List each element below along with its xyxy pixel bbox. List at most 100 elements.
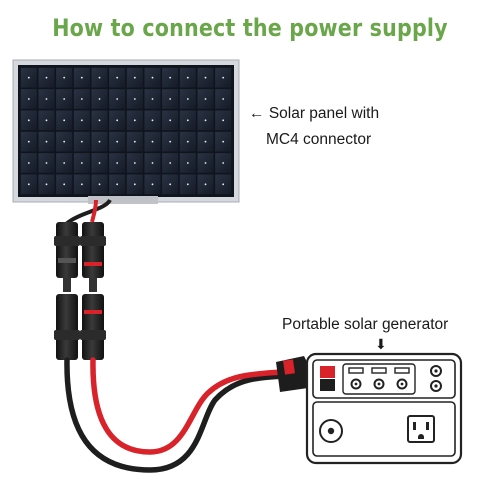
arrow-down-icon: ⬇: [375, 336, 387, 352]
mc4-nut: [80, 330, 106, 340]
solar-cell-dot: [80, 162, 83, 164]
solar-cell-dot: [186, 119, 189, 122]
mc4-red-band: [84, 262, 102, 266]
solar-cell-dot: [27, 140, 30, 143]
usb-panel: [342, 363, 416, 395]
solar-cell-dot: [116, 183, 119, 186]
solar-cell-dot: [27, 183, 30, 186]
solar-cell-dot: [27, 98, 30, 100]
dc-port-icon: [430, 380, 442, 392]
solar-cell-dot: [116, 162, 119, 164]
generator-cables: [64, 356, 312, 473]
solar-cell-dot: [63, 162, 66, 164]
solar-panel: [12, 59, 240, 204]
generator-top-panel: [312, 359, 456, 399]
solar-cell-dot: [98, 119, 101, 122]
solar-cell-dot: [186, 162, 189, 164]
solar-cell-dot: [80, 183, 83, 186]
diagram-title: How to connect the power supply: [52, 14, 448, 42]
generator-label: Portable solar generator: [282, 316, 449, 333]
solar-cell-dot: [80, 76, 83, 79]
solar-cell-dot: [98, 183, 101, 186]
mc4-nut: [54, 330, 80, 340]
solar-cell-dot: [151, 162, 154, 164]
usb-c-port-icon: [350, 378, 362, 390]
usb-c-port-icon: [373, 378, 385, 390]
arrow-left-icon: ←: [249, 105, 265, 122]
dc-input-port-black: [320, 379, 335, 391]
solar-cell-dot: [204, 183, 207, 186]
portable-generator: [305, 352, 463, 465]
solar-cell-dot: [186, 76, 189, 79]
solar-cell-dot: [204, 98, 207, 100]
solar-cell-dot: [116, 119, 119, 122]
solar-cell-dot: [133, 76, 136, 79]
solar-cell-dot: [204, 76, 207, 79]
solar-cell-dot: [45, 183, 48, 186]
usb-port-icon: [348, 367, 364, 374]
black-cable: [64, 357, 285, 473]
solar-cell-dot: [27, 76, 30, 79]
solar-cell-dot: [151, 119, 154, 122]
solar-panel-label: ← Solar panel with: [249, 105, 379, 123]
mc4-connector-upper-right: [80, 222, 106, 278]
solar-cell-dot: [204, 140, 207, 143]
solar-cell-dot: [116, 76, 119, 79]
mc4-connector-icon: [82, 222, 104, 278]
dc-port-dot: [434, 369, 438, 373]
mc4-nut: [54, 236, 80, 246]
mc4-connector-icon: [56, 222, 78, 278]
usb-c-port-dot: [354, 382, 358, 386]
solar-cell-dot: [186, 98, 189, 100]
solar-cell-dot: [63, 98, 66, 100]
usb-port-icon: [394, 367, 410, 374]
solar-cell-dot: [222, 162, 225, 164]
solar-cell-dot: [169, 98, 172, 100]
solar-cell-dot: [45, 76, 48, 79]
solar-cell-dot: [222, 98, 225, 100]
solar-cell-dot: [151, 76, 154, 79]
black-lead-upper: [64, 198, 112, 226]
mc4-connector-upper-left: [54, 222, 80, 278]
solar-cell-dot: [186, 140, 189, 143]
mc4-connector-lower-left: [54, 294, 80, 360]
ac-outlet-ground: [418, 434, 424, 439]
solar-cell-dot: [222, 183, 225, 186]
generator-bottom-panel: [312, 401, 456, 457]
solar-panel-cells: [20, 67, 232, 195]
dc-port-dot: [434, 384, 438, 388]
ac-outlet-slot-right: [426, 422, 429, 430]
solar-cell-dot: [98, 76, 101, 79]
solar-cell-dot: [45, 140, 48, 143]
dc-port-icon: [430, 365, 442, 377]
solar-cell-dot: [45, 98, 48, 100]
solar-cell-dot: [169, 119, 172, 122]
solar-cell-dot: [80, 119, 83, 122]
usb-c-port-dot: [400, 382, 404, 386]
usb-c-port-icon: [396, 378, 408, 390]
mc4-ring: [58, 258, 76, 263]
pin-right: [89, 278, 97, 292]
solar-cell-dot: [204, 162, 207, 164]
connector-pins: [63, 278, 97, 292]
solar-cell-dot: [186, 183, 189, 186]
dc-input-port-red: [320, 366, 335, 378]
solar-cell-dot: [222, 119, 225, 122]
car-socket-center: [327, 427, 335, 435]
car-socket-icon: [319, 419, 343, 443]
solar-cell-dot: [222, 76, 225, 79]
solar-cell-dot: [169, 140, 172, 143]
solar-cell-dot: [63, 140, 66, 143]
solar-cell-dot: [80, 140, 83, 143]
mc4-connector-lower-right: [80, 294, 106, 360]
solar-cell-dot: [133, 162, 136, 164]
mc4-red-band: [84, 310, 102, 314]
panel-leads: [64, 198, 112, 226]
red-lead-upper: [90, 199, 98, 223]
ac-outlet-icon: [407, 415, 435, 443]
mc4-connector-icon: [56, 294, 78, 360]
solar-cell-dot: [169, 76, 172, 79]
ac-outlet-slot-left: [413, 422, 416, 430]
solar-cell-dot: [222, 140, 225, 143]
anderson-plug-red: [283, 359, 295, 375]
